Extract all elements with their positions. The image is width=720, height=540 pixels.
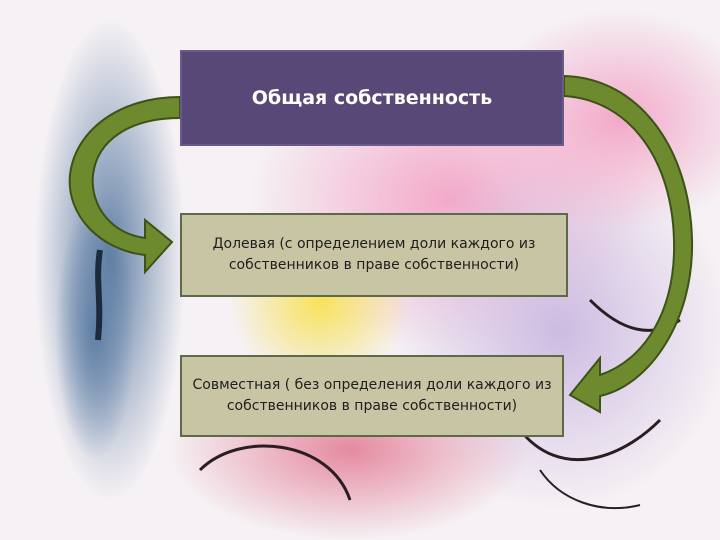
- joint-ownership-label: Совместная ( без определения доли каждог…: [192, 377, 552, 414]
- joint-ownership-box: Совместная ( без определения доли каждог…: [180, 355, 564, 437]
- right-curved-arrow: [563, 74, 694, 414]
- left-curved-arrow: [68, 95, 181, 275]
- general-ownership-box: Общая собственность: [180, 50, 564, 146]
- shared-ownership-box: Долевая (с определением доли каждого из …: [180, 213, 568, 297]
- shared-ownership-label: Долевая (с определением доли каждого из …: [212, 236, 536, 273]
- general-ownership-label: Общая собственность: [251, 87, 493, 109]
